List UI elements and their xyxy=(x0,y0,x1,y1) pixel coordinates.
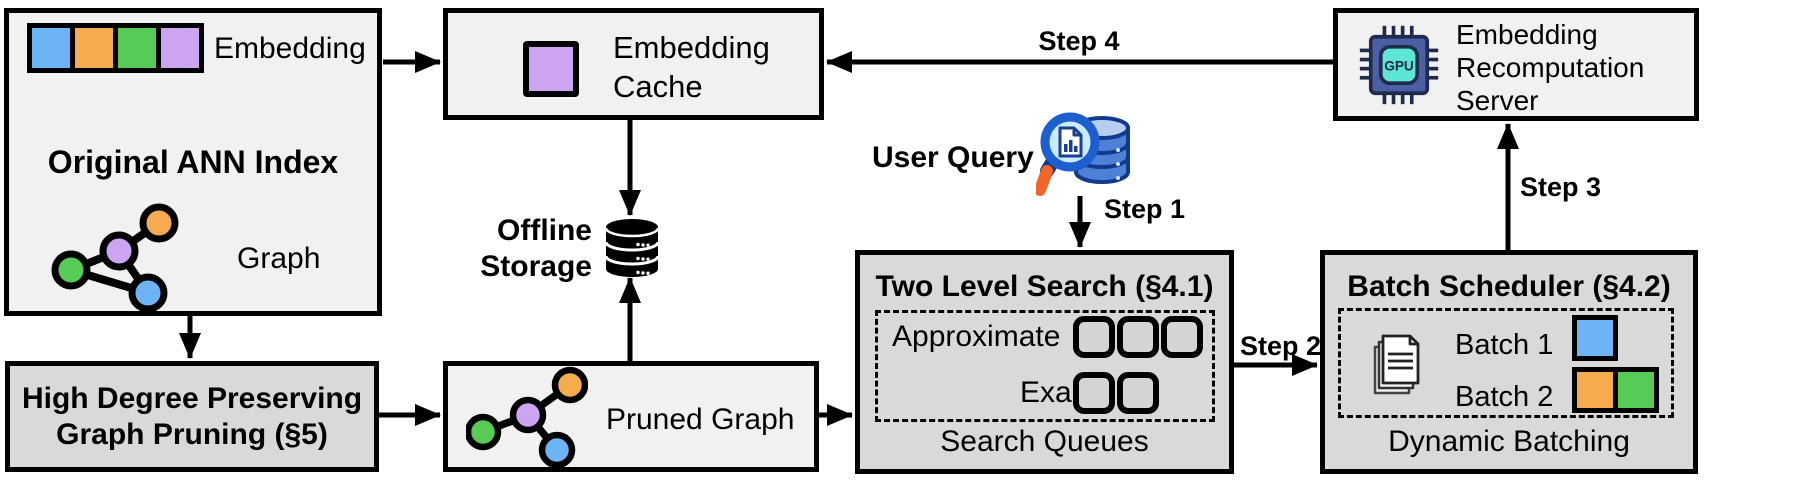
gpu-chip-label: GPU xyxy=(1384,58,1414,73)
queue-slot xyxy=(1073,316,1115,358)
step4-label: Step 4 xyxy=(1038,26,1120,56)
recomputation-server-title: Embedding Recomputation Server xyxy=(1456,19,1645,117)
database-icon xyxy=(604,219,660,277)
batch-scheduler-title: Batch Scheduler (§4.2) xyxy=(1347,270,1671,303)
queue-slot xyxy=(1117,316,1159,358)
step2-label: Step 2 xyxy=(1240,331,1322,361)
graph-pruning-title: High Degree Preserving Graph Pruning (§5… xyxy=(21,381,363,451)
search-queues-caption: Search Queues xyxy=(940,425,1149,458)
user-query-label: User Query xyxy=(872,141,1034,174)
pruned-graph-label: Pruned Graph xyxy=(606,403,795,436)
embedding-cell-purple xyxy=(156,23,204,73)
queue-slot xyxy=(1161,316,1203,358)
graph-label: Graph xyxy=(237,242,321,275)
original-ann-index-box: Embedding Original ANN Index Graph xyxy=(4,8,382,316)
embedding-cell-green xyxy=(113,23,161,73)
pruned-graph-icon xyxy=(466,366,588,467)
two-level-search-title: Two Level Search (§4.1) xyxy=(875,270,1214,303)
dynamic-batching-caption: Dynamic Batching xyxy=(1388,425,1630,458)
offline-storage-label: Offline Storage xyxy=(480,214,592,283)
graph-icon xyxy=(51,203,179,313)
batch2-icons xyxy=(1572,367,1659,413)
queue-slot xyxy=(1073,372,1115,414)
embedding-cache-box: Embedding Cache xyxy=(443,8,824,120)
step1-label: Step 1 xyxy=(1104,194,1186,224)
ann-index-title: Original ANN Index xyxy=(47,144,339,180)
batch2-cell-orange xyxy=(1572,367,1618,413)
exact-queue-icons xyxy=(1073,372,1159,414)
query-search-database-icon xyxy=(1036,112,1130,196)
batch2-cell-green xyxy=(1613,367,1659,413)
step3-label: Step 3 xyxy=(1520,172,1602,202)
documents-icon xyxy=(1373,334,1420,395)
approximate-queue-icons xyxy=(1073,316,1203,358)
gpu-chip-icon: GPU xyxy=(1359,25,1439,105)
search-queues-panel xyxy=(875,310,1215,422)
pruned-graph-box: Pruned Graph xyxy=(443,361,819,472)
batch1-label: Batch 1 xyxy=(1455,329,1554,361)
embedding-cell-orange xyxy=(70,23,118,73)
queue-slot xyxy=(1117,372,1159,414)
approximate-label: Approximate xyxy=(892,320,1061,353)
embedding-cell-blue xyxy=(27,23,75,73)
dynamic-batching-panel xyxy=(1338,308,1674,418)
recomputation-server-box: GPU Embedding Recomputation Server xyxy=(1333,8,1699,121)
two-level-search-box: Two Level Search (§4.1) Approximate Exac… xyxy=(855,250,1234,474)
embedding-cache-title: Embedding Cache xyxy=(613,30,770,104)
cached-embedding-icon xyxy=(523,41,579,97)
batch1-cell-blue xyxy=(1572,315,1618,361)
embedding-vector-icon xyxy=(27,23,204,73)
batch1-icons xyxy=(1572,315,1618,361)
embedding-label: Embedding xyxy=(214,32,366,65)
batch-scheduler-box: Batch Scheduler (§4.2) Batch 1 Batch 2 D… xyxy=(1320,250,1698,474)
batch2-label: Batch 2 xyxy=(1455,381,1554,413)
graph-pruning-box: High Degree Preserving Graph Pruning (§5… xyxy=(5,361,379,472)
